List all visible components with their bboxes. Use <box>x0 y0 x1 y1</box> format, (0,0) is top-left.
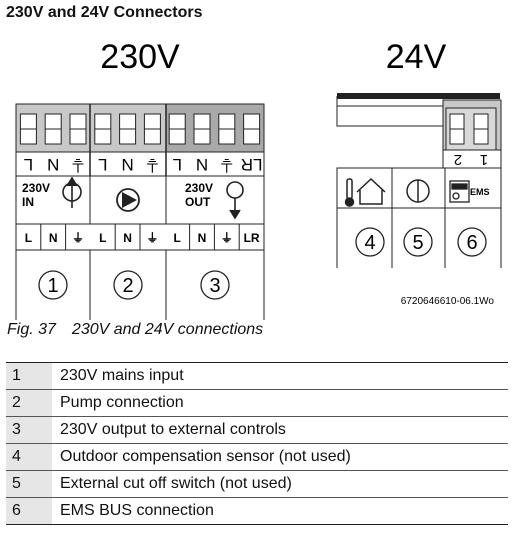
callout-circle <box>200 270 230 300</box>
arrow-down-circle-icon <box>226 181 244 220</box>
terminal-label: ⏚ <box>72 231 84 245</box>
caption-text: 230V and 24V connections <box>71 321 264 338</box>
callout-circle <box>355 227 385 257</box>
pin-label-2: 2 <box>454 151 462 168</box>
callout-circle <box>113 270 143 300</box>
legend-number: 3 <box>6 416 52 444</box>
strip-symbol: ⏚ <box>70 155 87 174</box>
title-24v: 24V <box>386 38 447 76</box>
legend-description: EMS BUS connection <box>52 497 508 525</box>
strip-symbol: L <box>172 155 181 174</box>
strip-symbol: LR <box>241 155 263 174</box>
callout-circle <box>403 227 433 257</box>
pump-icon <box>116 188 140 212</box>
legend-description: Outdoor compensation sensor (not used) <box>52 443 508 471</box>
block-out-line1: 230V <box>185 181 213 195</box>
legend-description: Pump connection <box>52 389 508 417</box>
page-heading: 230V and 24V Connectors <box>6 4 203 21</box>
legend-number: 1 <box>6 362 52 390</box>
block-out-line2: OUT <box>185 195 211 209</box>
terminal-label: N <box>123 231 132 245</box>
legend-description: 230V mains input <box>52 362 508 390</box>
switch-icon <box>406 179 430 203</box>
terminal-label: L <box>99 231 106 245</box>
strip-symbol: L <box>98 155 107 174</box>
strip-symbol: N <box>47 155 59 174</box>
callout-number: 3 <box>209 275 220 297</box>
block-in-line2: IN <box>22 195 34 209</box>
strip-symbol: ⏚ <box>218 155 235 174</box>
terminal-label: LR <box>244 231 260 245</box>
legend-number: 6 <box>6 497 52 525</box>
legend-number: 4 <box>6 443 52 471</box>
legend-number: 2 <box>6 389 52 417</box>
terminal-label: N <box>49 231 58 245</box>
legend-description: External cut off switch (not used) <box>52 470 508 498</box>
ems-controller-icon <box>449 180 470 203</box>
figure-code: 6720646610-06.1Wo <box>401 296 495 307</box>
legend-number: 5 <box>6 470 52 498</box>
callout-number: 4 <box>364 232 375 254</box>
terminal-label: L <box>25 231 32 245</box>
pin-label-1: 1 <box>480 151 488 168</box>
callout-number: 5 <box>412 232 423 254</box>
callout-circle <box>457 227 487 257</box>
terminal-label: ⏚ <box>221 231 233 245</box>
figure-caption: Fig. 37 230V and 24V connections <box>7 321 263 339</box>
terminal-label: ⏚ <box>146 231 158 245</box>
thermometer-house-icon <box>344 177 386 207</box>
terminal-label: N <box>198 231 207 245</box>
terminal-label: L <box>174 231 181 245</box>
ems-label: EMS <box>470 187 490 197</box>
callout-number: 1 <box>47 275 58 297</box>
connector-24v <box>336 93 502 268</box>
title-230v: 230V <box>100 38 180 76</box>
callout-number: 2 <box>122 275 133 297</box>
legend-description: 230V output to external controls <box>52 416 508 444</box>
strip-symbol: ⏚ <box>144 155 161 174</box>
strip-symbol: N <box>196 155 208 174</box>
strip-symbol: N <box>121 155 133 174</box>
arrow-up-circle-icon <box>62 176 82 208</box>
callout-number: 6 <box>466 232 477 254</box>
strip-symbol: L <box>24 155 33 174</box>
callout-circle <box>38 270 68 300</box>
caption-number: Fig. 37 <box>7 321 56 338</box>
block-in-line1: 230V <box>22 181 50 195</box>
terminal-strip-230v <box>15 103 265 177</box>
